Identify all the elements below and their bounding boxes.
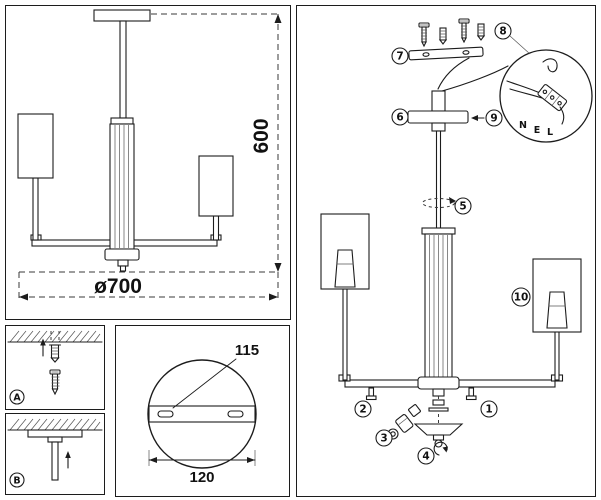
mounting-plate-side: [27, 429, 83, 438]
wiring-detail-circle: N E L: [499, 35, 593, 143]
svg-text:7: 7: [396, 51, 403, 63]
part-label-9: 9: [485, 109, 503, 127]
svg-text:8: 8: [499, 26, 506, 38]
socket-parts: [387, 404, 421, 440]
suspension-rod: [435, 130, 442, 231]
slide-arrow: [471, 115, 485, 121]
plate-view-drawing: 115 120: [147, 342, 259, 486]
tighten-arrow: [65, 451, 71, 469]
wire-label-n: N: [519, 120, 527, 131]
slot-left: [157, 410, 174, 418]
slot-right: [227, 410, 244, 418]
diameter-dim-label: ø700: [94, 275, 142, 298]
detail-b-label: B: [13, 475, 20, 486]
panel-detail-b: B: [5, 413, 105, 495]
lamp-shade-right: [198, 155, 234, 217]
detail-a-drawing: A: [7, 330, 103, 405]
svg-text:9: 9: [490, 113, 497, 125]
lamp-shade-left: [17, 113, 54, 179]
bracket-anchor-2: [476, 23, 486, 41]
detail-a-badge: A: [9, 389, 25, 405]
mounting-bracket: [408, 46, 484, 61]
ceiling-hatch: [7, 418, 103, 431]
twist-arrow: [433, 441, 448, 456]
height-dim-label: 600: [250, 118, 273, 153]
candle-stem-right: [554, 330, 560, 381]
panel-plate-view: 115 120: [115, 325, 290, 497]
center-column: [104, 117, 140, 272]
arm-bolt-right: [465, 387, 477, 401]
svg-text:3: 3: [380, 433, 387, 445]
lamp-shade-left: [320, 213, 370, 290]
dimension-lines: 600 ø700: [18, 13, 282, 302]
panel-front-view: 600 ø700: [5, 5, 291, 320]
part-label-4: 4: [417, 447, 435, 465]
part-label-10: 10: [511, 287, 531, 307]
wire-label-e: E: [534, 125, 541, 136]
socket-sleeve-left: [334, 249, 356, 288]
part-label-3: 3: [375, 429, 393, 447]
panel-exploded-view: N E L: [296, 5, 596, 497]
detail-a-label: A: [13, 392, 21, 403]
part-label-6: 6: [391, 108, 409, 126]
svg-text:2: 2: [359, 404, 366, 416]
arm-bolt-left: [365, 387, 377, 401]
ceiling-plate: [93, 9, 151, 22]
candle-stem-left: [342, 288, 348, 381]
ceiling-hatch: [7, 330, 103, 343]
wire-label-l: L: [547, 127, 553, 138]
bracket-screw-1: [418, 22, 430, 48]
mounting-screw: [49, 369, 61, 396]
candle-stem-left: [32, 177, 39, 241]
bracket-screw-2: [458, 18, 470, 44]
canopy: [407, 90, 469, 132]
terminal-block: [537, 84, 568, 112]
hanging-rod: [119, 20, 127, 119]
dim-120-label: 120: [189, 469, 214, 486]
lamp-shade-right: [532, 258, 582, 333]
svg-text:1: 1: [485, 404, 492, 416]
part-label-8: 8: [494, 22, 512, 40]
panel-detail-a: A: [5, 325, 105, 410]
bracket-anchor-1: [438, 27, 448, 45]
dim-115: 115: [172, 342, 259, 409]
rotation-arrow: [422, 197, 456, 208]
exploded-drawing: N E L: [320, 18, 593, 465]
dim-120: 120: [148, 450, 256, 486]
center-column: [417, 227, 460, 397]
bracket-bar: [148, 405, 256, 423]
hook-wire: [542, 58, 558, 73]
socket-sleeve-right: [546, 291, 568, 329]
part-label-7: 7: [391, 47, 409, 65]
insert-arrow: [40, 338, 46, 357]
part-label-2: 2: [354, 400, 372, 418]
svg-text:5: 5: [459, 201, 466, 213]
drill-hole: [50, 331, 60, 342]
part-label-5: 5: [454, 197, 472, 215]
svg-text:10: 10: [514, 292, 529, 304]
canopy-plate-circle: [147, 359, 257, 469]
svg-text:6: 6: [396, 112, 403, 124]
part-label-1: 1: [480, 400, 498, 418]
rod-collar: [47, 436, 63, 443]
wire-curve-1: [437, 57, 470, 90]
detail-b-drawing: B: [7, 418, 103, 488]
detail-b-badge: B: [9, 472, 25, 488]
dim-115-label: 115: [235, 342, 259, 359]
threaded-rod: [51, 441, 59, 481]
front-view-drawing: 600 ø700: [17, 9, 282, 302]
wall-anchor: [48, 344, 62, 363]
chandelier-front-view: [17, 9, 234, 272]
svg-text:4: 4: [422, 451, 429, 463]
candle-stem-right: [212, 215, 220, 241]
bottom-finial: [413, 396, 464, 448]
wire-curve-2: [441, 65, 509, 92]
